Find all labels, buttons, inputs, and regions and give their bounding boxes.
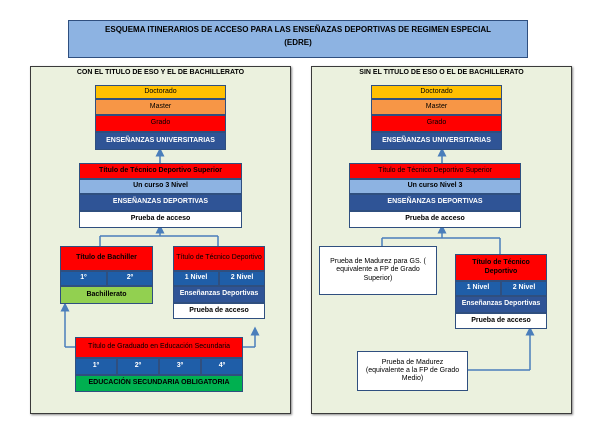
left-un-curso: Un curso 3 Nivel: [79, 179, 242, 194]
left-eso-curso-4: 4º: [201, 358, 243, 375]
right-doctorado: Doctorado: [371, 85, 502, 99]
left-eso-label: EDUCACIÓN SECUNDARIA OBLIGATORIA: [75, 375, 243, 392]
left-bach-curso-1: 1º: [60, 271, 107, 286]
right-master: Master: [371, 99, 502, 115]
right-tec-prueba-acceso: Prueba de acceso: [455, 313, 547, 329]
right-panel-heading: SIN EL TITULO DE ESO O EL DE BACHILLERAT…: [359, 69, 524, 76]
left-bachillerato: Bachillerato: [60, 286, 153, 304]
right-ens-universitarias: ENSEÑANZAS UNIVERSITARIAS: [371, 132, 502, 150]
page-title-line1: ESQUEMA ITINERARIOS DE ACCESO PARA LAS E…: [105, 25, 491, 34]
right-prueba-acceso-sup: Prueba de acceso: [349, 211, 521, 228]
left-doctorado: Doctorado: [95, 85, 226, 99]
page-title-line2: (EDRE): [284, 37, 312, 47]
page-title: ESQUEMA ITINERARIOS DE ACCESO PARA LAS E…: [68, 20, 528, 58]
right-prueba-madurez-gm: Prueba de Madurez (equivalente a la FP d…: [357, 351, 468, 391]
left-titulo-graduado: Título de Graduado en Educación Secundar…: [75, 337, 243, 358]
left-tec-ens-deportivas: Enseñanzas Deportivas: [173, 286, 265, 303]
right-tecnico-superior: Título de Técnico Deportivo Superior: [349, 163, 521, 179]
left-ens-universitarias: ENSEÑANZAS UNIVERSITARIAS: [95, 132, 226, 150]
left-prueba-acceso-sup: Prueba de acceso: [79, 211, 242, 228]
left-master: Master: [95, 99, 226, 115]
left-eso-curso-2: 2º: [117, 358, 159, 375]
right-ens-deportivas: ENSEÑANZAS DEPORTIVAS: [349, 194, 521, 211]
left-titulo-tecnico: Título de Técnico Deportivo: [173, 246, 265, 271]
left-eso-curso-1: 1º: [75, 358, 117, 375]
right-grado: Grado: [371, 115, 502, 132]
right-tec-ens-deportivas: Enseñanzas Deportivas: [455, 296, 547, 313]
left-eso-curso-3: 3º: [159, 358, 201, 375]
left-tec-prueba-acceso: Prueba de acceso: [173, 303, 265, 319]
right-tec-nivel-1: 1 Nivel: [455, 281, 501, 296]
right-prueba-madurez-gs: Prueba de Madurez para GS. ( equivalente…: [319, 246, 437, 295]
left-tecnico-superior: Título de Técnico Deportivo Superior: [79, 163, 242, 179]
left-tec-nivel-2: 2 Nivel: [219, 271, 265, 286]
left-titulo-bachiller: Título de Bachiller: [60, 246, 153, 271]
left-grado: Grado: [95, 115, 226, 132]
right-tec-nivel-2: 2 Nivel: [501, 281, 547, 296]
left-bach-curso-2: 2º: [107, 271, 153, 286]
left-panel-heading: CON EL TITULO DE ESO Y EL DE BACHILLERAT…: [76, 69, 245, 76]
left-ens-deportivas: ENSEÑANZAS DEPORTIVAS: [79, 194, 242, 211]
right-titulo-tecnico: Título de Técnico Deportivo: [455, 254, 547, 281]
right-un-curso: Un curso Nivel 3: [349, 179, 521, 194]
left-tec-nivel-1: 1 Nivel: [173, 271, 219, 286]
